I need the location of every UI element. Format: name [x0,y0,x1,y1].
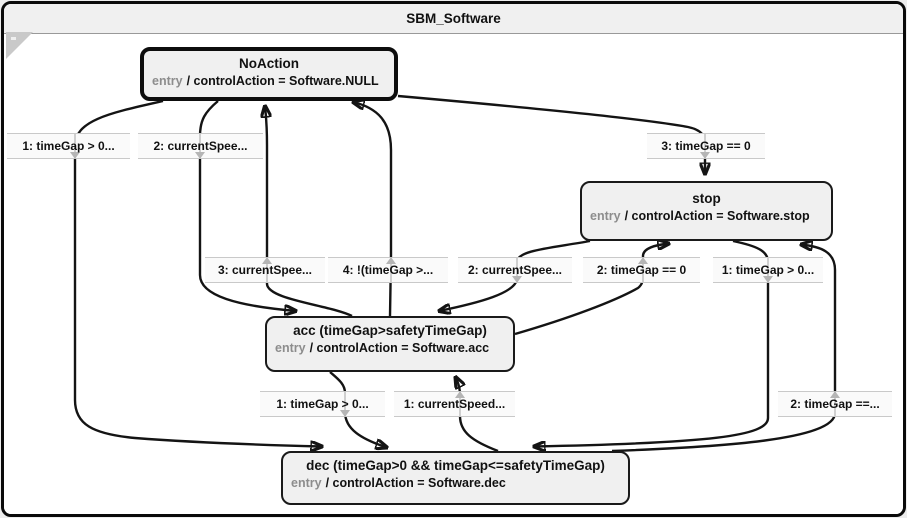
transition-arrow-acc-noaction-4[interactable] [353,102,393,317]
state-stop[interactable]: stop entry/ controlAction = Software.sto… [580,181,833,241]
entry-action-text: / controlAction = Software.acc [309,341,490,355]
transition-arrow-noaction-acc[interactable] [198,100,296,311]
label-line-marker [459,392,461,416]
state-entry-action: entry/ controlAction = Software.NULL [144,74,394,88]
transition-label[interactable]: 4: !(timeGap >... [328,257,448,283]
window-title: SBM_Software [406,11,501,26]
transition-label[interactable]: 2: currentSpee... [458,257,572,283]
label-direction-arrow-icon [386,257,396,264]
label-direction-arrow-icon [455,391,465,398]
label-line-marker [767,258,769,282]
transition-arrow-dec-stop[interactable] [611,245,837,453]
entry-keyword: entry [590,209,621,223]
state-title: stop [692,191,721,206]
state-entry-action: entry/ controlAction = Software.stop [582,209,831,223]
state-dec[interactable]: dec (timeGap>0 && timeGap<=safetyTimeGap… [281,451,630,505]
transition-label[interactable]: 1: timeGap > 0... [713,257,823,283]
label-line-marker [74,134,76,158]
transition-arrow-noaction-dec[interactable] [73,99,322,447]
label-line-marker [266,258,268,282]
entry-keyword: entry [152,74,183,88]
label-line-marker [704,134,706,158]
transition-label[interactable]: 2: currentSpee... [138,133,263,159]
label-line-marker [516,258,518,282]
transition-arrow-stop-dec[interactable] [534,239,770,447]
transition-arrow-acc-noaction-3[interactable] [265,106,353,318]
entry-action-text: / controlAction = Software.dec [325,476,506,490]
state-title: acc (timeGap>safetyTimeGap) [293,323,487,338]
label-direction-arrow-icon [700,152,710,159]
transition-label[interactable]: 1: timeGap > 0... [260,391,385,417]
state-entry-action: entry/ controlAction = Software.dec [283,476,628,490]
entry-action-text: / controlAction = Software.NULL [186,74,379,88]
transition-label[interactable]: 1: currentSpeed... [394,391,515,417]
transition-label[interactable]: 3: currentSpee... [205,257,325,283]
label-line-marker [199,134,201,158]
entry-keyword: entry [291,476,322,490]
state-entry-action: entry/ controlAction = Software.acc [267,341,513,355]
label-line-marker [642,258,644,282]
transition-label[interactable]: 3: timeGap == 0 [647,133,765,159]
label-direction-arrow-icon [763,276,773,283]
label-direction-arrow-icon [262,257,272,264]
state-title: dec (timeGap>0 && timeGap<=safetyTimeGap… [306,458,605,473]
entry-action-text: / controlAction = Software.stop [624,209,810,223]
transition-arrow-acc-stop[interactable] [514,244,669,336]
label-line-marker [344,392,346,416]
transition-label[interactable]: 2: timeGap == 0 [583,257,700,283]
state-title: NoAction [239,56,299,71]
transition-label[interactable]: 1: timeGap > 0... [7,133,130,159]
label-line-marker [390,258,392,282]
label-direction-arrow-icon [638,257,648,264]
transition-label[interactable]: 2: timeGap ==... [778,391,892,417]
label-direction-arrow-icon [830,391,840,398]
label-direction-arrow-icon [70,152,80,159]
label-direction-arrow-icon [195,152,205,159]
canvas-fold-notch [11,37,16,40]
state-noaction[interactable]: NoAction entry/ controlAction = Software… [140,47,398,101]
window-titlebar: SBM_Software [4,4,903,34]
label-line-marker [834,392,836,416]
label-direction-arrow-icon [512,276,522,283]
entry-keyword: entry [275,341,306,355]
label-direction-arrow-icon [340,410,350,417]
state-acc[interactable]: acc (timeGap>safetyTimeGap) entry/ contr… [265,316,515,372]
